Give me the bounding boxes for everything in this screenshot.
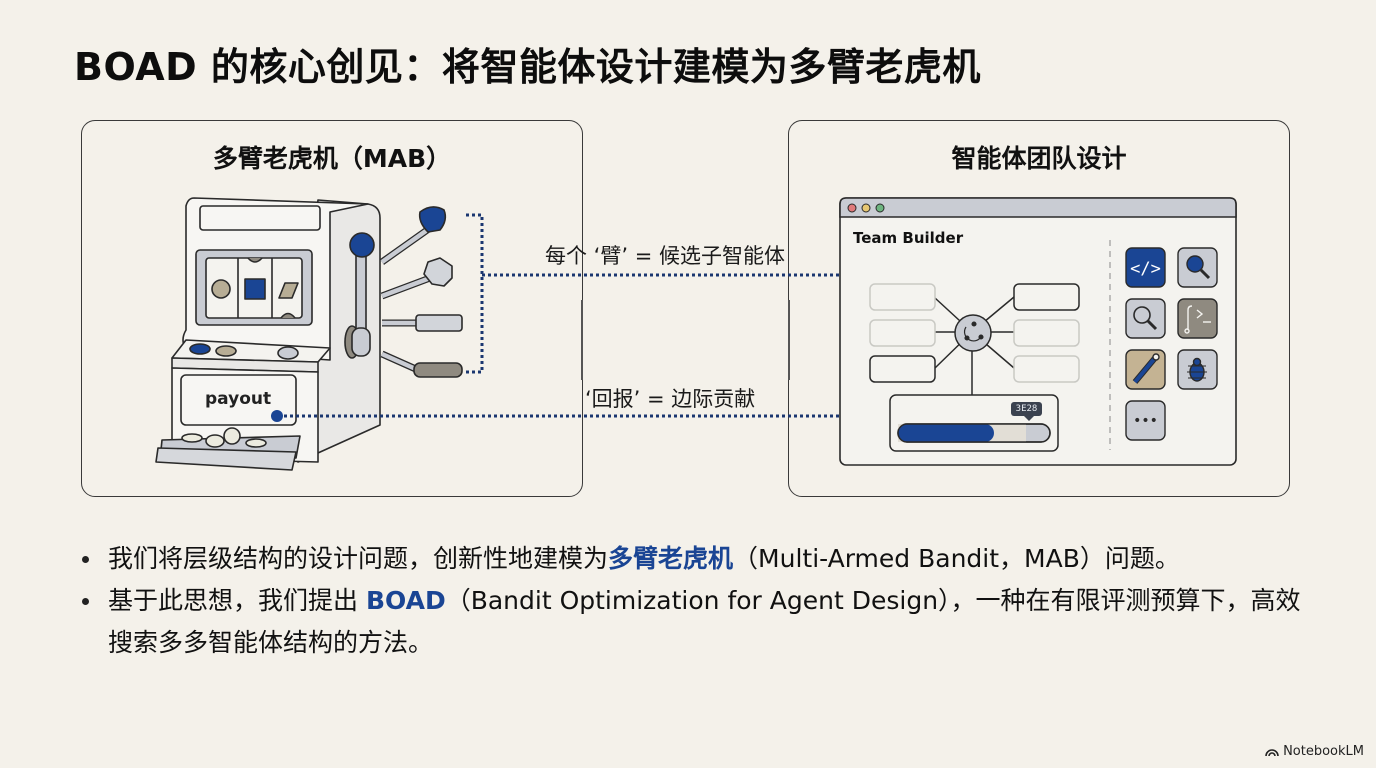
- tool-code: [1125, 247, 1166, 288]
- agent-team-panel-title: 智能体团队设计: [951, 144, 1127, 173]
- tool-magnifier: [1125, 298, 1166, 339]
- notebooklm-logo-icon: [1265, 749, 1279, 757]
- bullet-item: 我们将层级结构的设计问题，创新性地建模为多臂老虎机（Multi-Armed Ba…: [78, 538, 1308, 580]
- orchestrator-node: [954, 314, 992, 352]
- bullet-item: 基于此思想，我们提出 BOAD（Bandit Optimization for …: [78, 580, 1308, 664]
- divider-line: [788, 300, 790, 380]
- payout-dot: [271, 410, 283, 422]
- payout-label: payout: [205, 389, 272, 409]
- bullet-highlight: 多臂老虎机: [608, 544, 734, 573]
- agent-slot: [1013, 355, 1080, 383]
- bullet-text: 我们将层级结构的设计问题，创新性地建模为: [108, 544, 609, 573]
- brand-watermark: NotebookLM: [1265, 744, 1364, 759]
- bullet-text: （Multi-Armed Bandit，MAB）问题。: [733, 544, 1180, 573]
- slot-machine-icon: [155, 197, 463, 471]
- agent-slot: [1013, 283, 1080, 311]
- tool-terminal: [1177, 298, 1218, 339]
- slide-title: BOAD 的核心创见：将智能体设计建模为多臂老虎机: [74, 45, 981, 89]
- arm-mapping-label: 每个 ‘臂’ = 候选子智能体: [545, 244, 785, 268]
- tool-more: [1125, 400, 1166, 441]
- agent-slot: [869, 319, 936, 347]
- tool-palette: </> •••: [1125, 247, 1218, 441]
- bullet-list: 我们将层级结构的设计问题，创新性地建模为多臂老虎机（Multi-Armed Ba…: [78, 538, 1308, 664]
- mab-panel-title: 多臂老虎机（MAB）: [212, 144, 452, 173]
- brand-name: NotebookLM: [1283, 744, 1364, 759]
- agent-slot: [869, 355, 936, 383]
- bullet-text: 基于此思想，我们提出: [108, 586, 366, 615]
- agent-slot: [1013, 319, 1080, 347]
- bullet-highlight: BOAD: [365, 586, 446, 615]
- svg-text:•••: •••: [1133, 413, 1158, 429]
- divider-line: [581, 300, 583, 380]
- reward-mapping-label: ‘回报’ = 边际贡献: [585, 387, 756, 411]
- progress-fill: [898, 424, 994, 442]
- team-builder-title: Team Builder: [853, 229, 964, 247]
- bullet-text: （Bandit Optimization for Agent Design），一…: [108, 586, 1301, 657]
- agent-slot: [869, 283, 936, 311]
- score-badge: 3E28: [1011, 402, 1042, 416]
- svg-text:</>: </>: [1130, 259, 1161, 279]
